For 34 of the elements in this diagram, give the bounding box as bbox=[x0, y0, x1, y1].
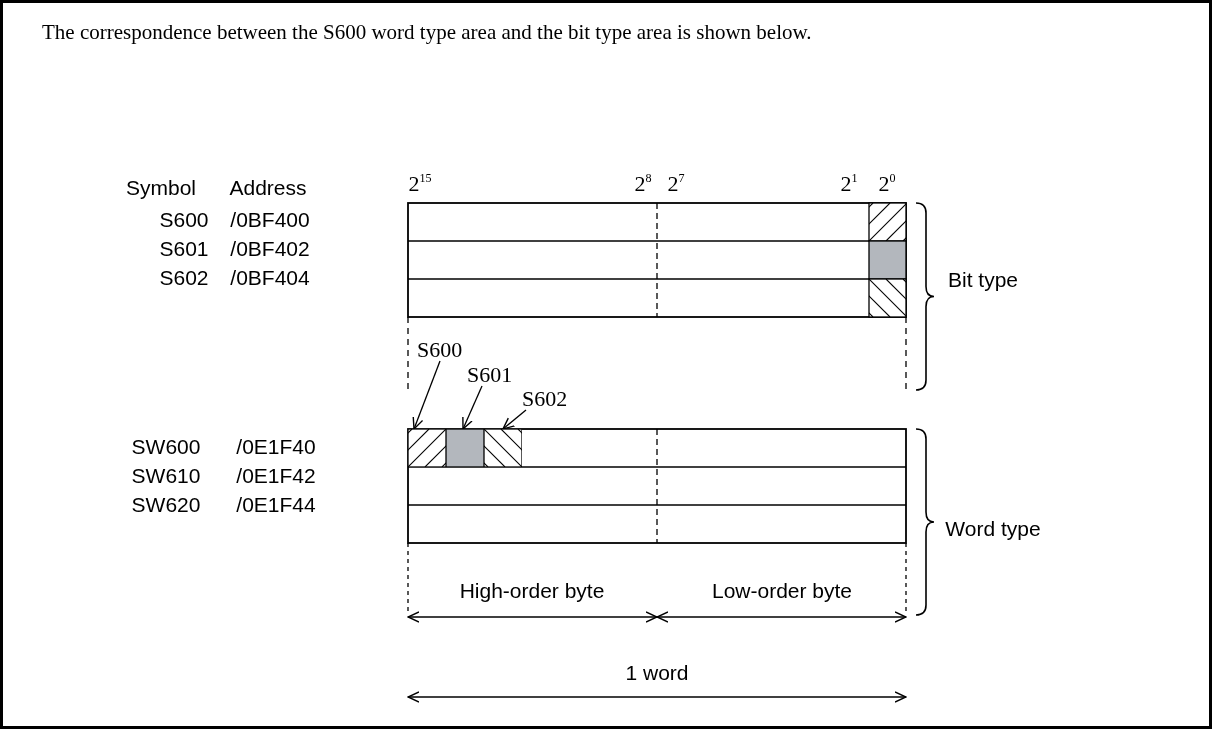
shaded-bit-cell bbox=[446, 429, 484, 467]
symbol-label: S601 bbox=[159, 237, 209, 259]
dimension-label: High-order byte bbox=[459, 579, 605, 601]
bit-weight-label: 2$^{0}$ bbox=[878, 173, 896, 195]
column-header: Symbol bbox=[126, 176, 196, 198]
address-label: /0BF404 bbox=[230, 266, 310, 288]
column-header: Address bbox=[229, 176, 307, 198]
symbol-label: S600 bbox=[159, 208, 209, 230]
address-label: /0E1F40 bbox=[236, 435, 316, 457]
group-label: Bit type bbox=[948, 268, 1018, 290]
leader-line bbox=[462, 385, 483, 430]
address-label: /0E1F44 bbox=[236, 493, 316, 515]
address-label: /0BF400 bbox=[230, 208, 310, 230]
callout-label: S602 bbox=[522, 388, 568, 410]
symbol-label: SW620 bbox=[131, 493, 201, 515]
leader-line bbox=[412, 360, 441, 430]
bit-weight-label: 2$^{8}$ bbox=[634, 173, 652, 195]
callout-label: S601 bbox=[467, 364, 513, 386]
symbol-label: SW600 bbox=[131, 435, 201, 457]
hatched-bit-cell bbox=[484, 429, 522, 467]
symbol-label: S602 bbox=[159, 266, 209, 288]
leader-line bbox=[502, 409, 527, 430]
group-label: Word type bbox=[945, 517, 1041, 539]
callout-label: S600 bbox=[417, 339, 463, 361]
symbol-label: SW610 bbox=[131, 464, 201, 486]
bit-weight-label: 2$^{15}$ bbox=[408, 173, 432, 195]
dimension-label: 1 word bbox=[625, 661, 689, 683]
address-label: /0E1F42 bbox=[236, 464, 316, 486]
description-text: The correspondence between the S600 word type area and the bit type area is shown below. bbox=[42, 19, 813, 46]
address-label: /0BF402 bbox=[230, 237, 310, 259]
bit-weight-label: 2$^{1}$ bbox=[840, 173, 858, 195]
bit-weight-label: 2$^{7}$ bbox=[667, 173, 685, 195]
hatched-bit-cell bbox=[408, 429, 446, 467]
dimension-label: Low-order byte bbox=[711, 579, 853, 601]
